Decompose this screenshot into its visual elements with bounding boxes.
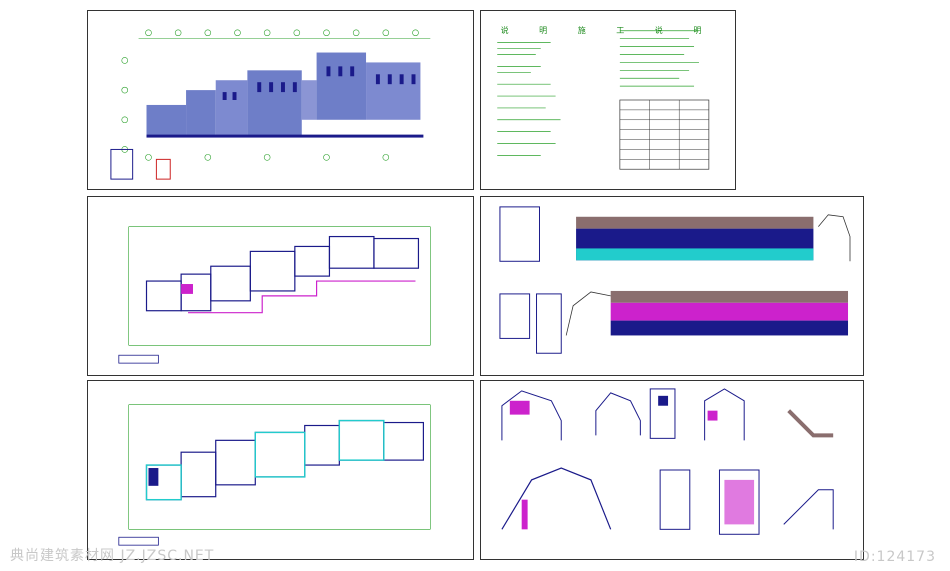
plan-ground-drawing	[118, 404, 431, 546]
notes-title: 说 明 施 工 说 明	[500, 26, 716, 35]
grid-bubbles-bottom	[145, 154, 390, 161]
section-b	[610, 290, 849, 336]
plan-upper-drawing	[118, 226, 431, 364]
grid-bubbles-top	[138, 29, 431, 39]
sections-drawing	[499, 206, 851, 354]
grid-bubbles-left	[121, 57, 129, 153]
sheet-sections	[480, 196, 864, 376]
building-facade	[146, 52, 424, 138]
sheet-elevation	[87, 10, 474, 190]
notes-body	[497, 30, 710, 170]
details-drawing	[501, 388, 834, 535]
elevation-drawing	[110, 29, 431, 180]
sheet-notes: 说 明 施 工 说 明	[480, 10, 736, 190]
sheet-plan-upper	[87, 196, 474, 376]
door-window-table	[619, 99, 710, 170]
watermark-right: ID:124173	[853, 549, 936, 565]
sheet-plan-ground	[87, 380, 474, 560]
section-a	[576, 216, 814, 261]
watermark-left: 典尚建筑素材网 JZ.JZSC.NET	[10, 548, 215, 564]
sheet-details	[480, 380, 864, 560]
section-detail	[110, 148, 171, 180]
